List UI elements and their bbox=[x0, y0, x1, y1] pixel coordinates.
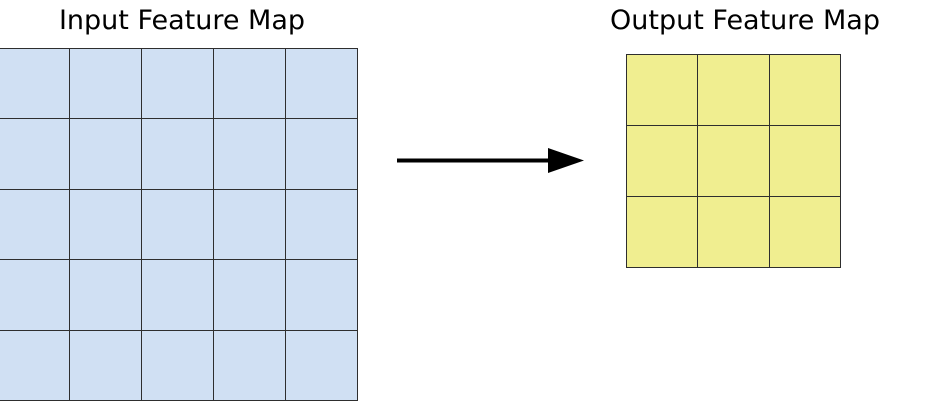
output-cell-r2-c2 bbox=[768, 195, 842, 268]
input-cell-r2-c4 bbox=[284, 188, 358, 261]
output-feature-map-grid bbox=[625, 53, 842, 268]
input-cell-r2-c1 bbox=[69, 188, 143, 261]
input-cell-r2-c0 bbox=[0, 188, 71, 261]
input-cell-r3-c0 bbox=[0, 259, 71, 331]
input-cell-r1-c2 bbox=[141, 118, 214, 190]
input-cell-r0-c3 bbox=[212, 47, 286, 120]
input-cell-r4-c1 bbox=[69, 329, 143, 402]
input-feature-map-title: Input Feature Map bbox=[58, 5, 306, 36]
output-cell-r1-c1 bbox=[697, 124, 770, 197]
output-cell-r0-c1 bbox=[697, 53, 770, 126]
output-feature-map-title: Output Feature Map bbox=[610, 5, 880, 36]
output-cell-r1-c2 bbox=[768, 124, 842, 197]
input-cell-r3-c4 bbox=[284, 259, 358, 331]
input-cell-r2-c2 bbox=[141, 188, 214, 261]
input-cell-r2-c3 bbox=[212, 188, 286, 261]
input-cell-r0-c4 bbox=[284, 47, 358, 120]
input-cell-r1-c0 bbox=[0, 118, 71, 190]
input-cell-r1-c4 bbox=[284, 118, 358, 190]
output-cell-r2-c1 bbox=[697, 195, 770, 268]
input-cell-r0-c2 bbox=[141, 47, 214, 120]
output-cell-r0-c0 bbox=[625, 53, 699, 126]
input-cell-r4-c0 bbox=[0, 329, 71, 402]
output-cell-r2-c0 bbox=[625, 195, 699, 268]
input-cell-r4-c3 bbox=[212, 329, 286, 402]
output-cell-r0-c2 bbox=[768, 53, 842, 126]
input-cell-r0-c0 bbox=[0, 47, 71, 120]
input-cell-r4-c2 bbox=[141, 329, 214, 402]
input-cell-r4-c4 bbox=[284, 329, 358, 402]
transform-arrow bbox=[392, 140, 592, 182]
input-cell-r3-c1 bbox=[69, 259, 143, 331]
input-feature-map-grid bbox=[0, 47, 358, 402]
input-cell-r1-c1 bbox=[69, 118, 143, 190]
input-cell-r3-c2 bbox=[141, 259, 214, 331]
input-cell-r1-c3 bbox=[212, 118, 286, 190]
input-cell-r0-c1 bbox=[69, 47, 143, 120]
output-cell-r1-c0 bbox=[625, 124, 699, 197]
input-cell-r3-c3 bbox=[212, 259, 286, 331]
